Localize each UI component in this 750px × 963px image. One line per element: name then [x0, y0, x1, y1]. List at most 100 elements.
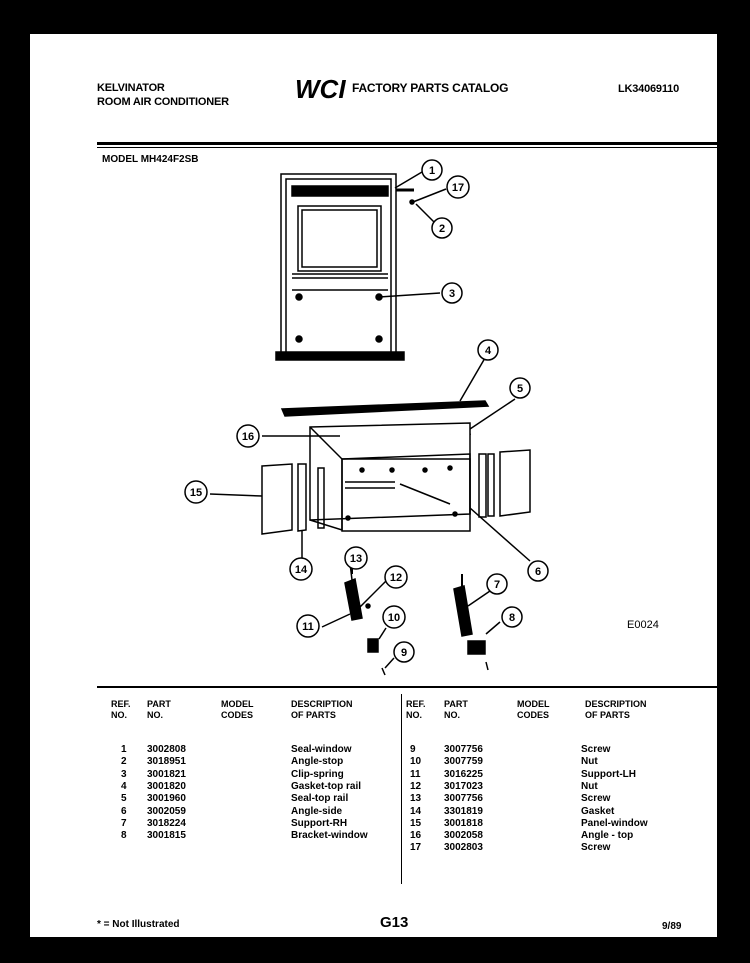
cell-desc: Seal-top rail — [291, 793, 349, 805]
cell-part: 3007759 — [444, 756, 483, 768]
header-desc-right: DESCRIPTION OF PARTS — [585, 699, 647, 720]
cell-part: 3018951 — [147, 756, 186, 768]
callout-2: 2 — [431, 217, 453, 239]
svg-text:12: 12 — [390, 572, 402, 584]
svg-text:7: 7 — [494, 579, 500, 591]
cell-part: 3002803 — [444, 842, 483, 854]
svg-text:8: 8 — [509, 612, 515, 624]
cell-part: 3001818 — [444, 817, 483, 829]
cell-ref: 7 — [121, 817, 127, 829]
cell-part: 3007756 — [444, 744, 483, 755]
product-line: ROOM AIR CONDITIONER — [97, 96, 229, 108]
svg-text:5: 5 — [517, 383, 523, 395]
header-rule-thin — [97, 147, 717, 148]
cell-desc: Support-LH — [581, 768, 636, 780]
cell-desc: Angle - top — [581, 830, 634, 842]
left-panel — [261, 463, 325, 535]
callout-10: 10 — [382, 605, 406, 629]
cell-part: 3016225 — [444, 768, 483, 780]
cell-desc: Support-RH — [291, 817, 348, 829]
header-part-right: PART NO. — [444, 699, 468, 720]
model-label: MODEL MH424F2SB — [102, 154, 199, 165]
exploded-diagram: 1 17 2 3 4 5 16 15 14 6 13 12 7 11 10 8 … — [184, 159, 549, 676]
table-divider — [401, 694, 402, 884]
cell-ref: 2 — [121, 756, 127, 768]
cell-ref: 4 — [121, 780, 127, 792]
callout-12: 12 — [384, 565, 408, 589]
cell-part: 3002059 — [147, 805, 186, 817]
cell-ref: 16 — [410, 830, 422, 842]
cell-desc: Panel-window — [581, 817, 648, 829]
cell-ref: 5 — [121, 793, 127, 805]
cell-ref: 6 — [121, 805, 127, 817]
cell-ref: 15 — [410, 817, 422, 829]
svg-text:17: 17 — [452, 182, 464, 194]
catalog-title: FACTORY PARTS CATALOG — [352, 81, 509, 95]
cell-part: 3002808 — [147, 744, 186, 755]
cell-ref: 11 — [410, 768, 421, 780]
svg-text:15: 15 — [190, 487, 202, 499]
cell-ref: 10 — [410, 756, 422, 768]
callout-14: 14 — [289, 557, 313, 581]
right-support — [453, 574, 489, 671]
svg-text:2: 2 — [439, 223, 445, 235]
svg-text:16: 16 — [242, 431, 254, 443]
svg-text:13: 13 — [350, 553, 362, 565]
cell-ref: 1 — [121, 744, 127, 755]
cell-desc: Seal-window — [291, 744, 352, 755]
cell-part: 3002058 — [444, 830, 483, 842]
cell-desc: Screw — [581, 793, 611, 805]
callout-11: 11 — [296, 614, 320, 638]
cell-ref: 12 — [410, 780, 422, 792]
wci-logo: WCI — [295, 76, 346, 102]
svg-text:6: 6 — [535, 566, 541, 578]
cell-part: 3018224 — [147, 817, 186, 829]
cell-ref: 14 — [410, 805, 422, 817]
cell-desc: Gasket — [581, 805, 615, 817]
right-panel — [478, 449, 531, 518]
callout-17: 17 — [446, 175, 470, 199]
header-ref-right: REF. NO. — [406, 699, 426, 720]
svg-text:10: 10 — [388, 612, 400, 624]
callout-8: 8 — [501, 606, 523, 628]
callout-7: 7 — [486, 573, 508, 595]
header-part-left: PART NO. — [147, 699, 171, 720]
catalog-number: LK34069110 — [618, 83, 679, 95]
callout-15: 15 — [184, 480, 208, 504]
cell-part: 3001821 — [147, 768, 186, 780]
svg-text:9: 9 — [401, 647, 407, 659]
callout-3: 3 — [441, 282, 463, 304]
cell-part: 3017023 — [444, 780, 483, 792]
footnote: * = Not Illustrated — [97, 919, 180, 930]
cell-part: 3007756 — [444, 793, 483, 805]
callout-13: 13 — [344, 546, 368, 570]
cell-desc: Gasket-top rail — [291, 780, 362, 792]
callout-16: 16 — [236, 424, 260, 448]
cell-desc: Screw — [581, 744, 611, 755]
cell-desc: Bracket-window — [291, 830, 368, 842]
callout-4: 4 — [477, 339, 499, 361]
header-desc-left: DESCRIPTION OF PARTS — [291, 699, 353, 720]
cell-part: 3001960 — [147, 793, 186, 805]
cell-ref: 13 — [410, 793, 422, 805]
cell-part: 3001815 — [147, 830, 186, 842]
cabinet-sleeve — [309, 422, 471, 532]
header-rule — [97, 142, 717, 145]
svg-text:14: 14 — [295, 564, 308, 576]
callout-6: 6 — [527, 560, 549, 582]
cell-part: 3001820 — [147, 780, 186, 792]
cell-desc: Nut — [581, 780, 598, 792]
catalog-page: KELVINATOR ROOM AIR CONDITIONER WCI FACT… — [30, 34, 717, 937]
table-rule — [97, 686, 717, 688]
svg-text:3: 3 — [449, 288, 455, 300]
left-support — [344, 561, 386, 676]
callout-9: 9 — [393, 641, 415, 663]
svg-text:11: 11 — [302, 621, 314, 633]
cell-desc: Angle-side — [291, 805, 343, 817]
cell-desc: Clip-spring — [291, 768, 344, 780]
svg-text:1: 1 — [429, 165, 435, 177]
cell-ref: 17 — [410, 842, 422, 854]
callout-5: 5 — [509, 377, 531, 399]
cell-desc: Nut — [581, 756, 598, 768]
header-model-left: MODEL CODES — [221, 699, 254, 720]
